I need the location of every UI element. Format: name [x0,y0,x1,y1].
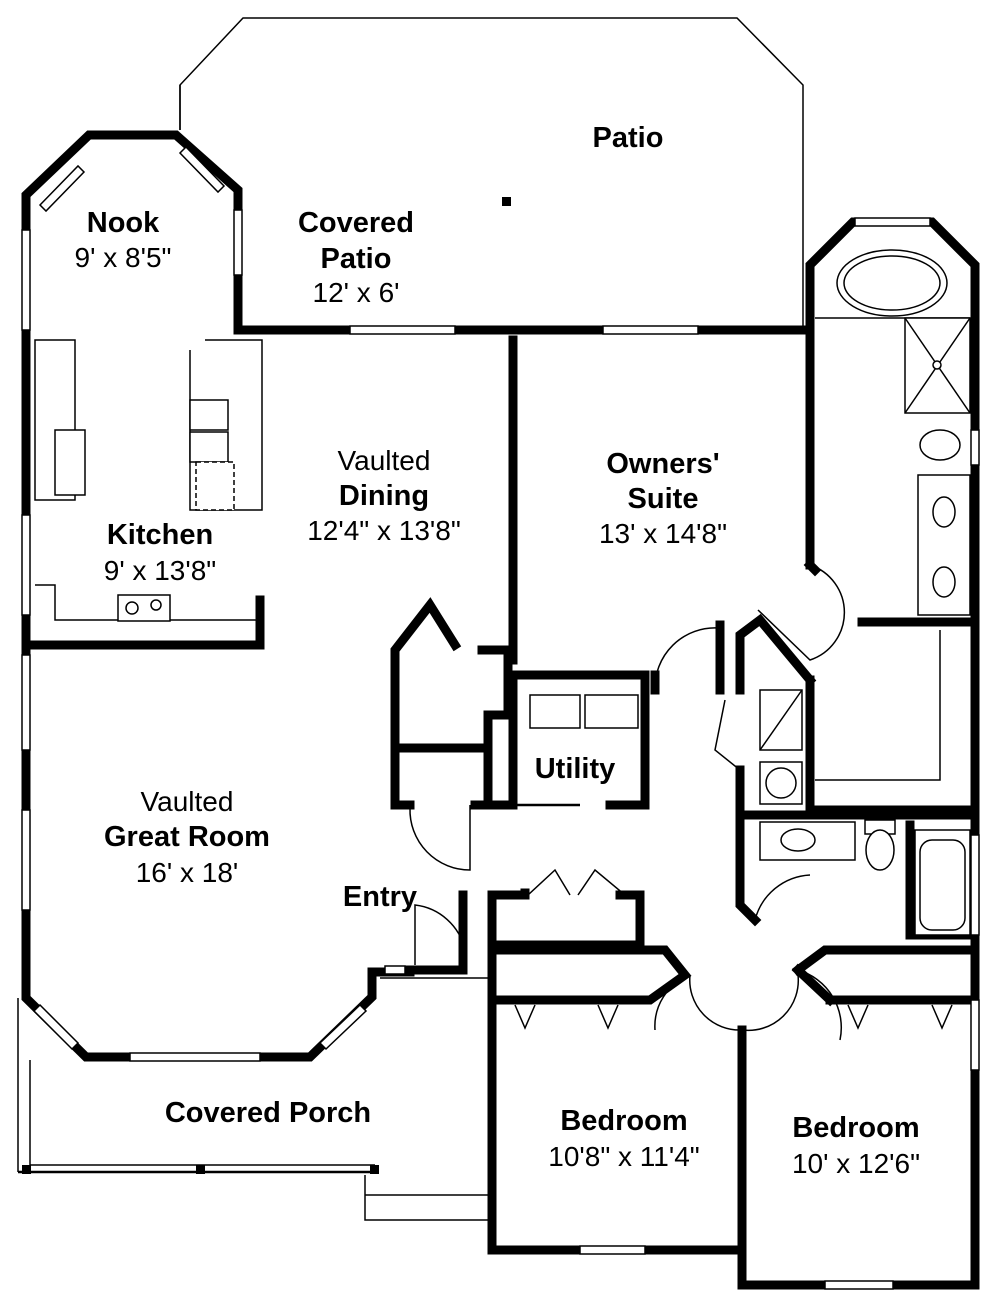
covered-patio-size: 12' x 6' [313,277,400,308]
great-room-size: 16' x 18' [136,857,239,888]
bath-fixtures [759,249,971,805]
entry-label: Entry [343,881,417,913]
bedroom-right-size: 10' x 12'6" [792,1148,920,1179]
bedroom-left-size: 10'8" x 11'4" [548,1141,699,1172]
hall-bath-fixtures [759,819,971,936]
great-room-label: Great Room [104,821,270,853]
patio-label: Patio [593,122,664,154]
owners-suite-size: 13' x 14'8" [599,518,727,549]
owners-suite-label-1: Owners' [606,448,719,480]
great-room-prefix: Vaulted [141,786,234,817]
nook-size: 9' x 8'5" [75,242,172,273]
bedroom-right-label: Bedroom [792,1112,919,1144]
kitchen-size: 9' x 13'8" [104,555,216,586]
windows [21,145,980,1290]
covered-patio-label-1: Covered [298,207,414,239]
covered-porch-label: Covered Porch [165,1097,371,1129]
dining-size: 12'4" x 13'8" [307,515,461,546]
covered-patio-label-2: Patio [321,243,392,275]
dining-label: Dining [339,480,429,512]
room-labels: Patio Covered Patio 12' x 6' Nook 9' x 8… [75,122,920,1179]
covered-porch [17,977,488,1221]
utility-fixtures [480,694,639,807]
doors [384,564,953,1041]
nook-label: Nook [87,207,160,239]
kitchen-label: Kitchen [107,519,213,551]
dining-prefix: Vaulted [338,445,431,476]
bedroom-left-label: Bedroom [560,1105,687,1137]
patio-outline [179,17,804,330]
kitchen-fixtures [34,339,263,622]
owners-suite-label-2: Suite [628,483,699,515]
utility-label: Utility [535,753,616,785]
